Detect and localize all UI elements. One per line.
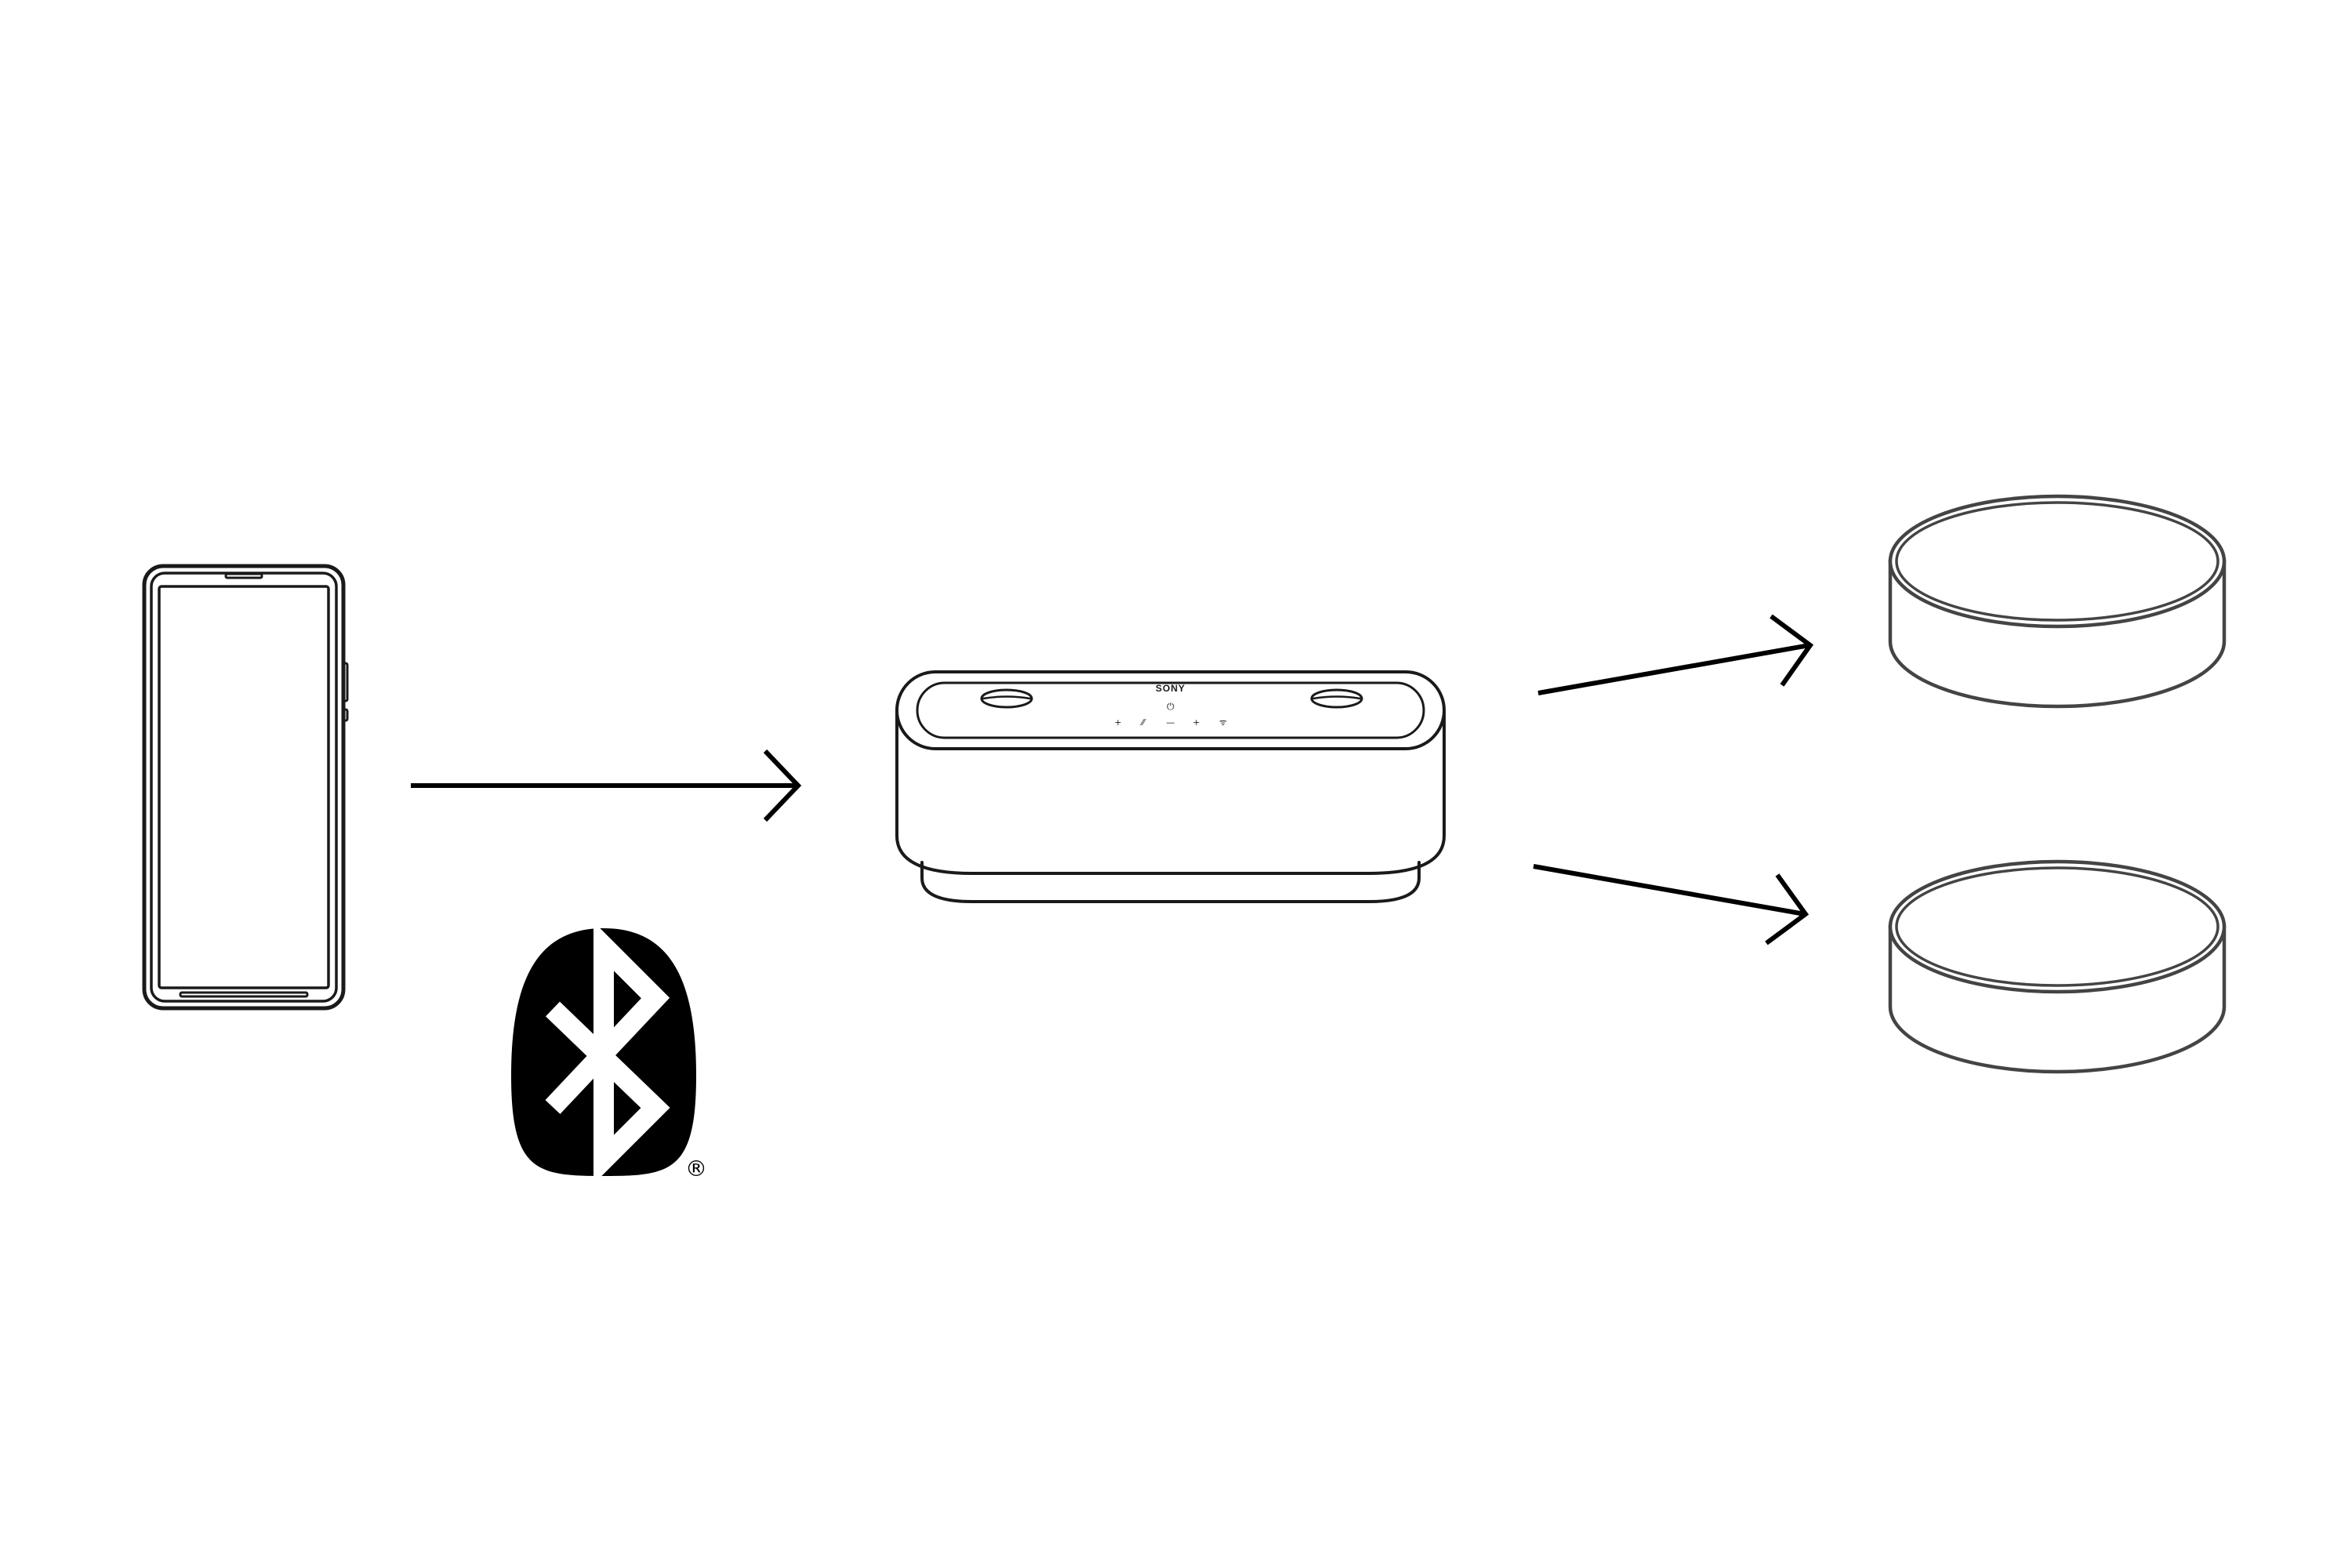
control-plus-right: + — [1192, 717, 1200, 728]
bluetooth-rune — [545, 921, 670, 1185]
brand-label: SONY — [1156, 683, 1185, 694]
transmitter-icon: SONY ⏻ + ⁄⁄ — + ᯤ — [895, 670, 1446, 903]
control-plus-left: + — [1114, 717, 1121, 728]
puck-speaker-icon — [1888, 494, 2227, 709]
arrow-to-speaker-top — [1537, 614, 1814, 695]
puck-speaker-icon — [1888, 859, 2227, 1074]
arrow-to-speaker-bottom — [1533, 864, 1809, 946]
registered-mark: ® — [685, 1156, 707, 1181]
control-mic-icon: ⁄⁄ — [1139, 717, 1146, 728]
left-knob — [980, 688, 1033, 709]
right-knob — [1310, 688, 1363, 709]
control-wireless-icon: ᯤ — [1219, 717, 1227, 728]
bluetooth-icon: ® — [511, 921, 707, 1185]
control-minus: — — [1167, 717, 1175, 728]
smartphone-icon — [142, 564, 349, 1011]
power-icon: ⏻ — [1167, 701, 1174, 712]
arrow-to-transmitter — [411, 749, 802, 822]
